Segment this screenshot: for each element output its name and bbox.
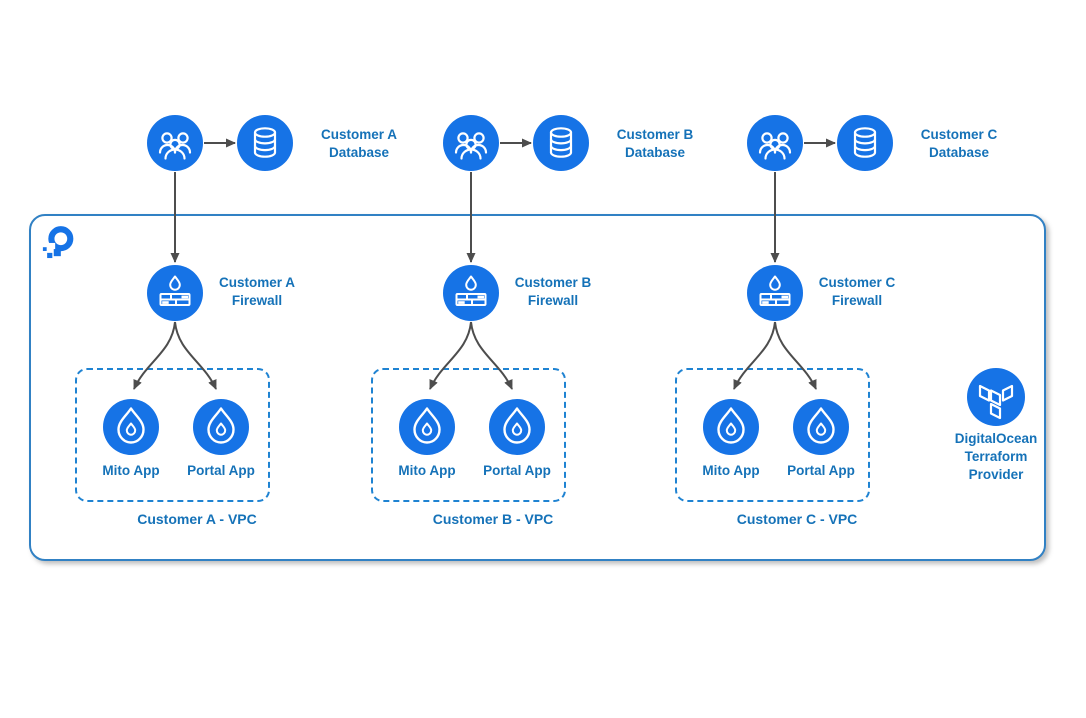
droplet-icon	[193, 399, 249, 455]
vpc-label: Customer B - VPC	[432, 511, 554, 527]
droplet-icon	[489, 399, 545, 455]
firewall-icon	[747, 265, 803, 321]
firewall-node	[147, 265, 203, 321]
firewall-label: Customer C Firewall	[818, 275, 896, 308]
users-icon	[443, 115, 499, 171]
database-label: Customer A Database	[320, 127, 397, 160]
database-icon	[533, 115, 589, 171]
vpc-label: Customer C - VPC	[736, 511, 858, 527]
portal-app-label: Portal App	[187, 463, 255, 478]
customer-c-column: Customer C Database Customer C Firewall …	[600, 0, 1000, 560]
mito-app-node	[703, 399, 759, 455]
mito-app-node	[103, 399, 159, 455]
users-node	[747, 115, 803, 171]
customer-a-column: Customer A Database Customer A Firewall …	[0, 0, 400, 560]
firewall-icon	[147, 265, 203, 321]
portal-app-label: Portal App	[483, 463, 551, 478]
vpc-label: Customer A - VPC	[137, 511, 257, 527]
database-node	[533, 115, 589, 171]
database-label: Customer C Database	[920, 127, 998, 160]
portal-app-node	[193, 399, 249, 455]
users-node	[147, 115, 203, 171]
terraform-provider-label: DigitalOcean Terraform Provider	[954, 431, 1038, 482]
terraform-icon	[967, 368, 1025, 426]
firewall-label: Customer A Firewall	[218, 275, 295, 308]
database-node	[237, 115, 293, 171]
droplet-icon	[399, 399, 455, 455]
mito-app-label: Mito App	[702, 463, 760, 478]
portal-app-label: Portal App	[787, 463, 855, 478]
firewall-node	[443, 265, 499, 321]
database-label: Customer B Database	[616, 127, 694, 160]
mito-app-label: Mito App	[398, 463, 456, 478]
portal-app-node	[489, 399, 545, 455]
droplet-icon	[703, 399, 759, 455]
mito-app-label: Mito App	[102, 463, 160, 478]
droplet-icon	[103, 399, 159, 455]
users-node	[443, 115, 499, 171]
firewall-icon	[443, 265, 499, 321]
droplet-icon	[793, 399, 849, 455]
firewall-label: Customer B Firewall	[514, 275, 592, 308]
terraform-provider-node	[967, 368, 1025, 426]
users-icon	[747, 115, 803, 171]
customer-b-column: Customer B Database Customer B Firewall …	[296, 0, 696, 560]
mito-app-node	[399, 399, 455, 455]
database-icon	[237, 115, 293, 171]
firewall-node	[747, 265, 803, 321]
database-icon	[837, 115, 893, 171]
portal-app-node	[793, 399, 849, 455]
users-icon	[147, 115, 203, 171]
database-node	[837, 115, 893, 171]
